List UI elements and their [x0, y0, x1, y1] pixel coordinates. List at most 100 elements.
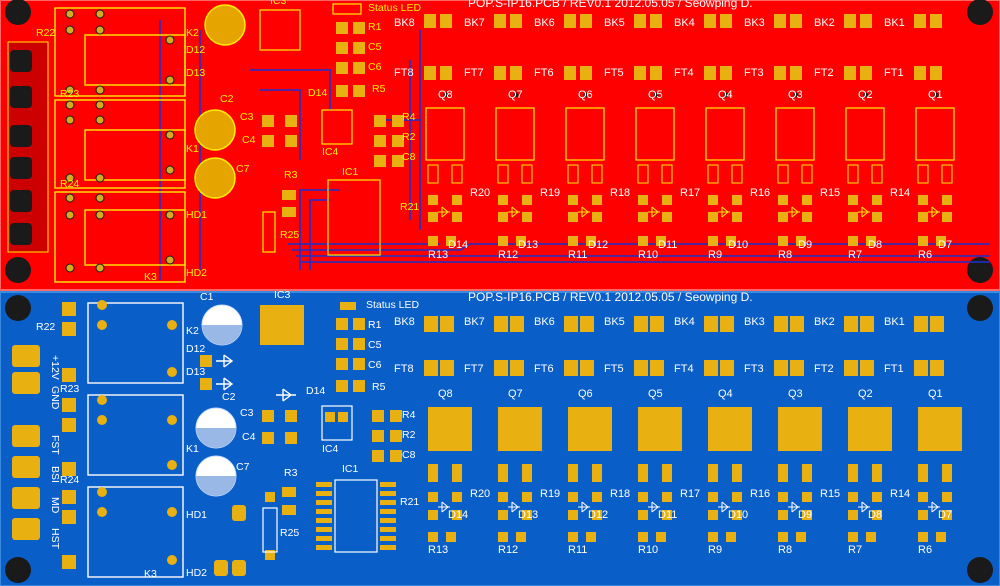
smd-pads-mid-bottom: [200, 302, 402, 560]
diode-icon: [578, 206, 590, 218]
bk-pad: [580, 316, 594, 332]
q-label: Q6: [578, 89, 593, 101]
ic-pin: [316, 509, 332, 514]
bk-pad: [930, 14, 942, 28]
d-label: D11: [658, 239, 677, 251]
smd-pad: [778, 212, 788, 222]
ft-pad: [720, 66, 732, 80]
part-label: C8: [402, 151, 416, 163]
pin-outline: [451, 164, 463, 184]
diode-icon: [718, 501, 730, 513]
ft-label: FT1: [884, 67, 904, 79]
diode-icon: [438, 501, 450, 513]
r-upper-label: R18: [610, 187, 630, 199]
bk-pad: [860, 316, 874, 332]
part-label: IC1: [342, 166, 359, 178]
d-label: D7: [938, 509, 952, 521]
ft-label: FT3: [744, 67, 764, 79]
d-label: D8: [868, 509, 882, 521]
smd-pad: [942, 492, 952, 502]
bk-label: BK3: [744, 316, 765, 328]
ft-label: FT5: [604, 67, 624, 79]
bk-label: BK8: [394, 17, 415, 29]
part-label: C1: [200, 291, 214, 303]
smd-pad: [656, 236, 666, 246]
bk-label: BK5: [604, 17, 625, 29]
smd-pad: [726, 532, 736, 542]
bk-pad: [424, 316, 438, 332]
channel-top-5: [634, 14, 675, 246]
bk-pad: [790, 316, 804, 332]
part-label: C5: [368, 41, 382, 53]
ft-label: FT3: [744, 363, 764, 375]
diode-icon: [928, 501, 940, 513]
bk-pad: [510, 316, 524, 332]
ft-pad: [510, 360, 524, 376]
mosfet-pad: [428, 407, 472, 451]
pin-pad: [942, 464, 952, 482]
smd-pad: [662, 492, 672, 502]
part-label: D12: [186, 44, 205, 56]
bk-pad: [510, 14, 522, 28]
channel-top-1: [914, 14, 955, 246]
smd-pad: [872, 212, 882, 222]
mosfet-pad: [638, 407, 682, 451]
pin-pad: [592, 464, 602, 482]
bottom-channels: [424, 316, 962, 542]
ft-pad: [704, 66, 716, 80]
r-lower-label: R10: [638, 544, 658, 556]
smd-pad: [568, 195, 578, 205]
ic4-outline-bottom: [321, 405, 353, 441]
ft-pad: [930, 360, 944, 376]
part-label: R23: [60, 88, 79, 100]
pin-pad: [732, 464, 742, 482]
bk-label: BK7: [464, 17, 485, 29]
ft-pad: [510, 66, 522, 80]
smd-pad: [522, 212, 532, 222]
mosfet-pad: [498, 407, 542, 451]
ft-label: FT4: [674, 67, 694, 79]
smd-pad: [428, 212, 438, 222]
ft-pad: [580, 360, 594, 376]
d-label: D8: [868, 239, 882, 251]
part-label: C4: [242, 431, 256, 443]
ft-label: FT6: [534, 363, 554, 375]
status-led-label: Status LED: [368, 2, 422, 14]
bk-pad: [860, 14, 872, 28]
d-label: D13: [518, 239, 538, 251]
smd-pad: [516, 532, 526, 542]
pin-outline: [591, 164, 603, 184]
smd-pad: [656, 532, 666, 542]
pin-pad: [848, 464, 858, 482]
smd-pad: [796, 236, 806, 246]
channel-bottom-5: [634, 316, 682, 542]
relay-outlines-bottom: [87, 302, 184, 578]
connector-label: FST: [49, 435, 61, 455]
bk-pad: [440, 316, 454, 332]
bk-pad: [494, 14, 506, 28]
mount-hole-icon: [5, 0, 31, 25]
pin-pad: [708, 464, 718, 482]
ft-pad: [424, 66, 436, 80]
pin-pad: [778, 464, 788, 482]
diode-icon: [578, 501, 590, 513]
ic-pin: [380, 482, 396, 487]
part-label: R3: [284, 169, 298, 181]
smd-pad: [866, 236, 876, 246]
ic-pin: [380, 518, 396, 523]
ft-pad: [634, 360, 648, 376]
part-label: HD1: [186, 509, 207, 521]
pin-pad: [872, 464, 882, 482]
part-label: IC3: [270, 0, 287, 7]
bk-pad: [844, 14, 856, 28]
smd-pad: [802, 212, 812, 222]
pin-outline: [661, 164, 673, 184]
part-label: R4: [402, 409, 416, 421]
smd-pad: [796, 532, 806, 542]
bk-pad: [774, 14, 786, 28]
bk-label: BK5: [604, 316, 625, 328]
mosfet-pad: [708, 407, 752, 451]
bk-pad: [844, 316, 858, 332]
bk-pad: [790, 14, 802, 28]
bk-pad: [424, 14, 436, 28]
